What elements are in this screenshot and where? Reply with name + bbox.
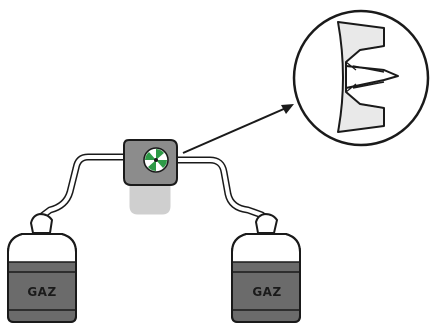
nozzle-cross-section-icon (337, 21, 399, 133)
nozzle-zoom (292, 9, 430, 147)
gas-fill-right (232, 262, 300, 322)
gas-bottle-right: GAZ (231, 212, 301, 323)
gas-bottle-left: GAZ (7, 212, 77, 323)
bottle-label-left: GAZ (27, 285, 56, 299)
collection-chamber (129, 179, 171, 215)
bottle-cap-left (29, 212, 54, 234)
gas-fill-left (8, 262, 76, 322)
tube-right (174, 156, 266, 219)
pump-device (123, 139, 178, 215)
bottle-label-right: GAZ (252, 285, 281, 299)
fan-icon (143, 147, 169, 173)
bottle-cap-right (254, 212, 279, 234)
zoom-arrow (182, 104, 294, 154)
tube-left (38, 153, 129, 220)
